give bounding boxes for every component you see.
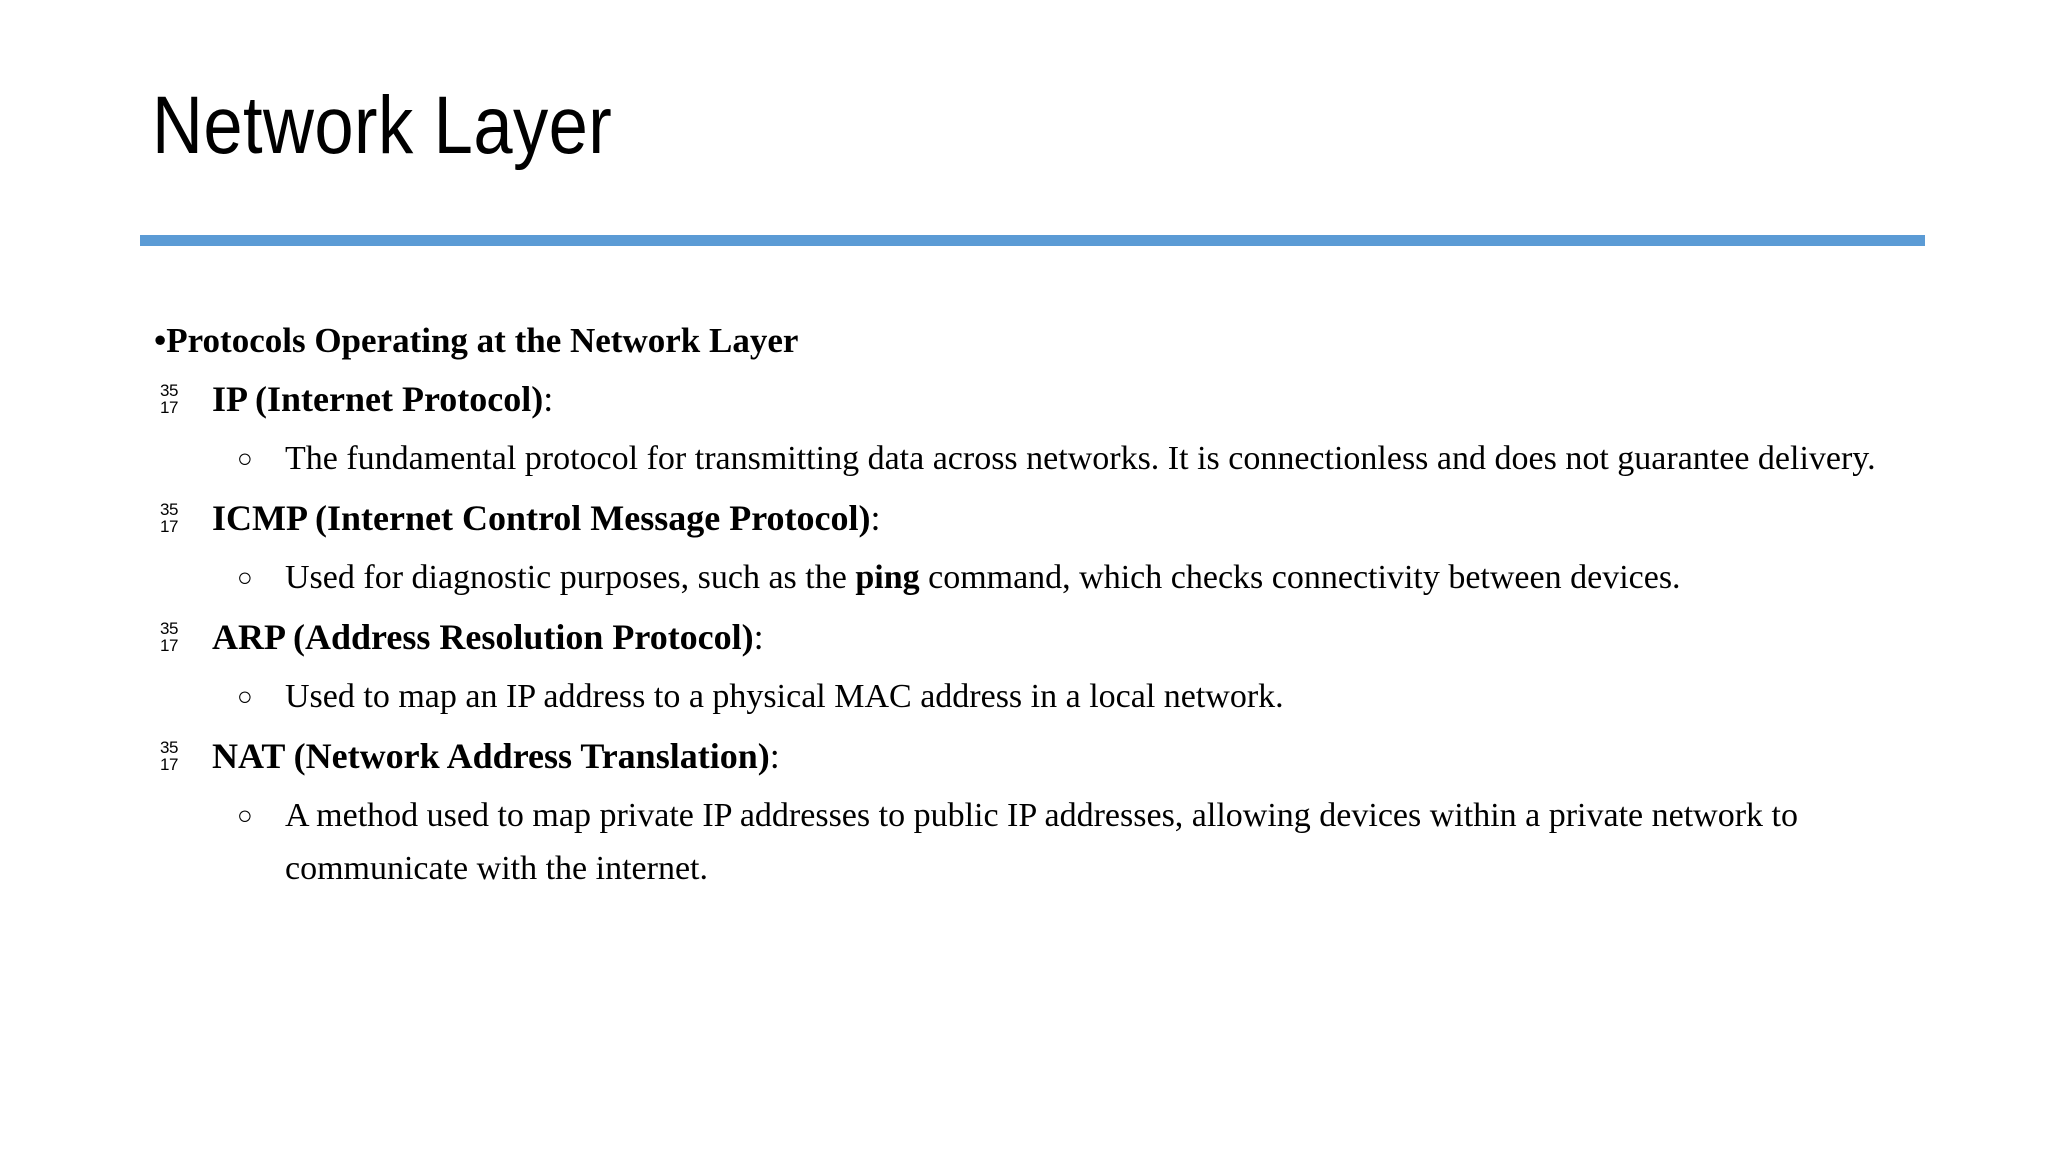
tofu-bullet-icon: 35 17 xyxy=(154,620,184,654)
protocol-detail-arp-line-1: Used to map an IP address to a physical … xyxy=(285,678,1284,715)
title-divider-rule xyxy=(140,235,1925,246)
tofu-bullet-bottom: 17 xyxy=(160,517,178,536)
protocol-detail-icmp-command: ping xyxy=(855,559,920,596)
ring-bullet-icon: ○ xyxy=(237,682,253,711)
protocol-detail-nat-line-1: A method used to map private IP addresse… xyxy=(285,797,1644,834)
protocol-heading-ip: 35 17 IP (Internet Protocol): xyxy=(154,366,2048,432)
protocol-name-arp: ARP (Address Resolution Protocol) xyxy=(212,617,754,657)
bullet-intro: •Protocols Operating at the Network Laye… xyxy=(154,316,2048,366)
tofu-bullet-icon: 35 17 xyxy=(154,501,184,535)
protocol-heading-nat: 35 17 NAT (Network Address Translation): xyxy=(154,723,2048,789)
protocol-detail-arp: ○ Used to map an IP address to a physical… xyxy=(237,670,1975,723)
protocol-detail-nat-line-2: network to communicate with the internet… xyxy=(285,797,1798,887)
tofu-bullet-top: 35 xyxy=(160,738,178,757)
protocol-detail-ip-line-2: guarantee delivery. xyxy=(1617,440,1876,477)
protocol-detail-ip: ○ The fundamental protocol for transmitt… xyxy=(237,432,1975,485)
protocol-detail-icmp-post: command, which checks connectivity betwe… xyxy=(919,559,1681,596)
page-title: Network Layer xyxy=(152,80,613,171)
protocol-colon-ip: : xyxy=(543,379,554,419)
bullet-dot-icon: • xyxy=(154,321,167,360)
tofu-bullet-bottom: 17 xyxy=(160,398,178,417)
slide-body: •Protocols Operating at the Network Laye… xyxy=(0,316,2048,895)
ring-bullet-icon: ○ xyxy=(237,563,253,592)
ring-bullet-icon: ○ xyxy=(237,444,253,473)
protocol-detail-icmp: ○ Used for diagnostic purposes, such as t… xyxy=(237,551,1975,604)
tofu-bullet-icon: 35 17 xyxy=(154,739,184,773)
tofu-bullet-top: 35 xyxy=(160,500,178,519)
protocol-heading-icmp: 35 17 ICMP (Internet Control Message Pro… xyxy=(154,485,2048,551)
tofu-bullet-bottom: 17 xyxy=(160,636,178,655)
tofu-bullet-top: 35 xyxy=(160,619,178,638)
protocol-name-ip: IP (Internet Protocol) xyxy=(212,379,544,419)
protocol-colon-nat: : xyxy=(769,736,780,776)
protocol-name-icmp: ICMP (Internet Control Message Protocol) xyxy=(212,498,871,538)
protocol-heading-arp: 35 17 ARP (Address Resolution Protocol): xyxy=(154,604,2048,670)
ring-bullet-icon: ○ xyxy=(237,801,253,830)
protocol-name-nat: NAT (Network Address Translation) xyxy=(212,736,770,776)
protocol-colon-arp: : xyxy=(753,617,764,657)
tofu-bullet-bottom: 17 xyxy=(160,755,178,774)
protocol-colon-icmp: : xyxy=(870,498,881,538)
protocol-detail-icmp-pre: Used for diagnostic purposes, such as th… xyxy=(285,559,856,596)
tofu-bullet-top: 35 xyxy=(160,381,178,400)
bullet-intro-label: Protocols Operating at the Network Layer xyxy=(166,321,799,360)
tofu-bullet-icon: 35 17 xyxy=(154,382,184,416)
protocol-detail-ip-line-1: The fundamental protocol for transmittin… xyxy=(285,440,1609,477)
protocol-detail-nat: ○ A method used to map private IP addres… xyxy=(237,789,1975,895)
